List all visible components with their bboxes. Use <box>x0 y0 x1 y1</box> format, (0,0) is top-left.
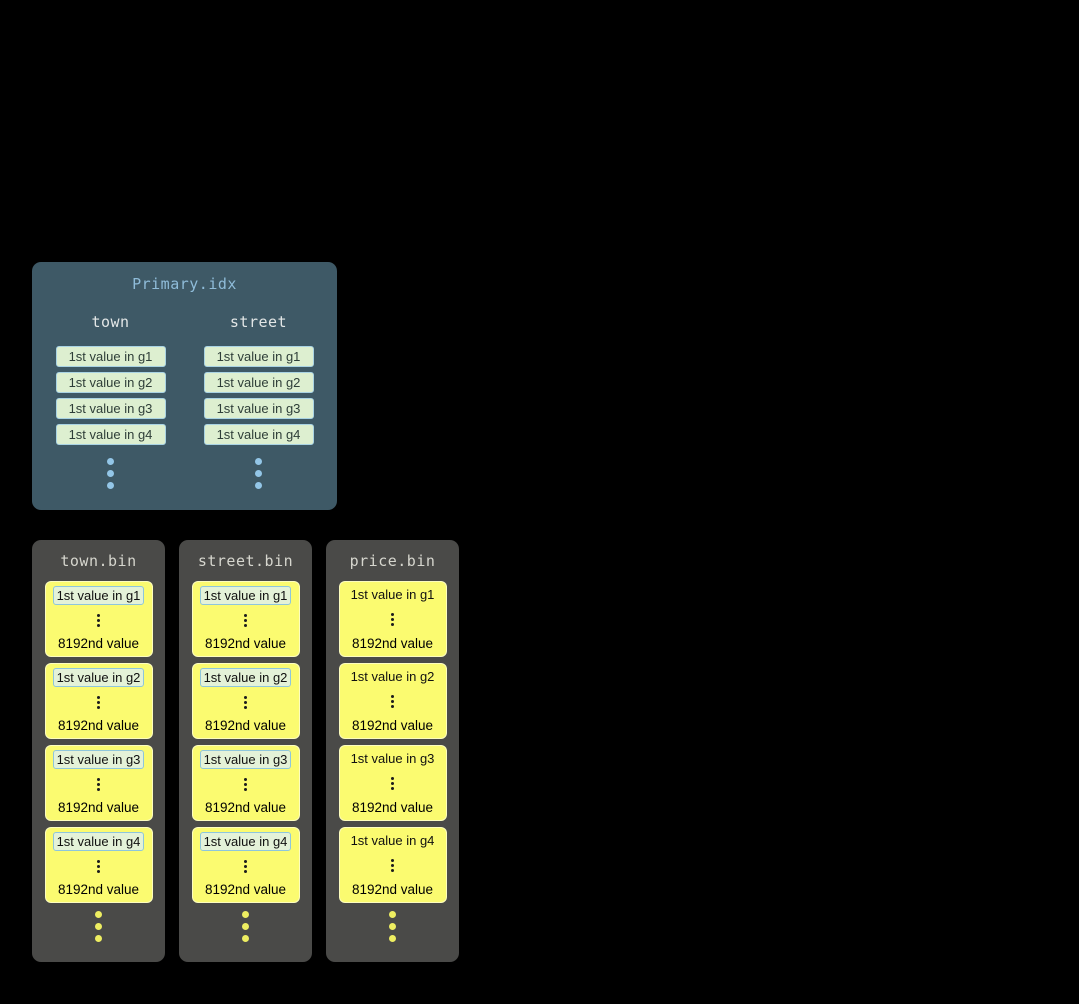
granule-block: 1st value in g3 8192nd value <box>191 745 300 821</box>
granule-block: 1st value in g1 8192nd value <box>44 581 153 657</box>
index-mark: 1st value in g3 <box>203 398 314 419</box>
granule-first-value: 1st value in g2 <box>199 668 292 687</box>
bin-panel-price: price.bin 1st value in g1 8192nd value 1… <box>326 540 459 962</box>
granule-first-value: 1st value in g2 <box>350 669 435 684</box>
index-mark: 1st value in g1 <box>203 346 314 367</box>
vertical-ellipsis-icon <box>244 778 247 791</box>
vertical-ellipsis-icon <box>97 778 100 791</box>
column-header: town <box>91 313 130 331</box>
granule-list: 1st value in g1 8192nd value 1st value i… <box>179 581 312 903</box>
vertical-ellipsis-icon <box>391 613 394 626</box>
vertical-ellipsis-icon <box>391 695 394 708</box>
vertical-ellipsis-icon <box>244 614 247 627</box>
granule-block: 1st value in g1 8192nd value <box>338 581 447 657</box>
granule-block: 1st value in g2 8192nd value <box>191 663 300 739</box>
granule-first-value: 1st value in g3 <box>350 751 435 766</box>
granule-block: 1st value in g2 8192nd value <box>44 663 153 739</box>
vertical-ellipsis-icon <box>97 614 100 627</box>
granule-last-value: 8192nd value <box>351 718 434 733</box>
index-mark: 1st value in g4 <box>203 424 314 445</box>
granule-block: 1st value in g3 8192nd value <box>338 745 447 821</box>
vertical-ellipsis-icon <box>391 859 394 872</box>
index-mark: 1st value in g4 <box>55 424 166 445</box>
granule-first-value: 1st value in g1 <box>199 586 292 605</box>
granule-last-value: 8192nd value <box>204 636 287 651</box>
ellipsis-dots-icon <box>255 458 262 489</box>
granule-first-value: 1st value in g3 <box>52 750 145 769</box>
primary-index-columns: town 1st value in g1 1st value in g2 1st… <box>32 313 337 489</box>
granule-last-value: 8192nd value <box>204 800 287 815</box>
bin-file-title: street.bin <box>197 552 294 570</box>
ellipsis-dots-icon <box>107 458 114 489</box>
granule-last-value: 8192nd value <box>204 718 287 733</box>
bin-file-title: price.bin <box>349 552 436 570</box>
vertical-ellipsis-icon <box>244 860 247 873</box>
granule-list: 1st value in g1 8192nd value 1st value i… <box>32 581 165 903</box>
primary-column-street: street 1st value in g1 1st value in g2 1… <box>203 313 314 489</box>
vertical-ellipsis-icon <box>97 860 100 873</box>
granule-first-value: 1st value in g3 <box>199 750 292 769</box>
primary-index-title: Primary.idx <box>132 275 237 293</box>
primary-index-panel: Primary.idx town 1st value in g1 1st val… <box>32 262 337 510</box>
primary-column-town: town 1st value in g1 1st value in g2 1st… <box>55 313 166 489</box>
index-mark: 1st value in g2 <box>55 372 166 393</box>
vertical-ellipsis-icon <box>244 696 247 709</box>
granule-last-value: 8192nd value <box>57 882 140 897</box>
granule-last-value: 8192nd value <box>204 882 287 897</box>
granule-first-value: 1st value in g2 <box>52 668 145 687</box>
granule-first-value: 1st value in g4 <box>52 832 145 851</box>
granule-list: 1st value in g1 8192nd value 1st value i… <box>326 581 459 903</box>
granule-block: 1st value in g3 8192nd value <box>44 745 153 821</box>
granule-first-value: 1st value in g1 <box>52 586 145 605</box>
bin-panel-town: town.bin 1st value in g1 8192nd value 1s… <box>32 540 165 962</box>
bin-file-title: town.bin <box>60 552 137 570</box>
ellipsis-dots-icon <box>179 911 312 942</box>
granule-last-value: 8192nd value <box>351 636 434 651</box>
granule-last-value: 8192nd value <box>351 882 434 897</box>
granule-last-value: 8192nd value <box>351 800 434 815</box>
granule-block: 1st value in g4 8192nd value <box>338 827 447 903</box>
granule-first-value: 1st value in g1 <box>350 587 435 602</box>
granule-block: 1st value in g1 8192nd value <box>191 581 300 657</box>
bin-panel-street: street.bin 1st value in g1 8192nd value … <box>179 540 312 962</box>
granule-block: 1st value in g2 8192nd value <box>338 663 447 739</box>
column-header: street <box>229 313 288 331</box>
granule-last-value: 8192nd value <box>57 636 140 651</box>
index-mark: 1st value in g1 <box>55 346 166 367</box>
ellipsis-dots-icon <box>326 911 459 942</box>
granule-block: 1st value in g4 8192nd value <box>44 827 153 903</box>
granule-first-value: 1st value in g4 <box>199 832 292 851</box>
ellipsis-dots-icon <box>32 911 165 942</box>
vertical-ellipsis-icon <box>391 777 394 790</box>
index-mark: 1st value in g3 <box>55 398 166 419</box>
vertical-ellipsis-icon <box>97 696 100 709</box>
index-mark: 1st value in g2 <box>203 372 314 393</box>
granule-last-value: 8192nd value <box>57 718 140 733</box>
granule-first-value: 1st value in g4 <box>350 833 435 848</box>
granule-block: 1st value in g4 8192nd value <box>191 827 300 903</box>
granule-last-value: 8192nd value <box>57 800 140 815</box>
